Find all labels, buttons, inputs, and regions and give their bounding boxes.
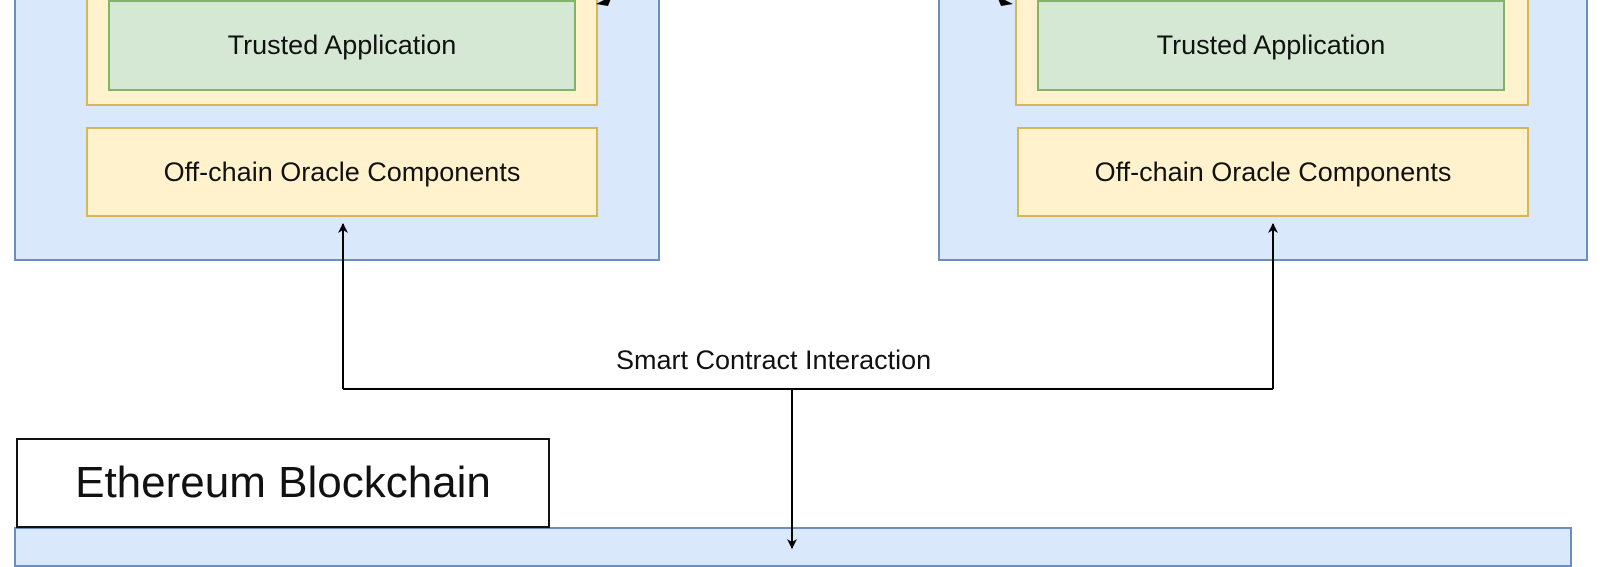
connector-lines	[338, 0, 1278, 549]
left-trusted-application-label: Trusted Application	[227, 30, 457, 60]
ethereum-blockchain-label-box: Ethereum Blockchain	[16, 438, 550, 528]
left-oracle-components-label: Off-chain Oracle Components	[163, 156, 521, 187]
smart-contract-interaction-label: Smart Contract Interaction	[616, 345, 932, 375]
left-top-arrowhead	[596, 0, 611, 6]
left-oracle-components: Off-chain Oracle Components	[86, 127, 598, 217]
right-trusted-application: Trusted Application	[1037, 0, 1505, 91]
right-oracle-components: Off-chain Oracle Components	[1017, 127, 1529, 217]
left-trusted-application: Trusted Application	[108, 0, 576, 91]
right-trusted-application-label: Trusted Application	[1156, 30, 1386, 60]
ethereum-blockchain-label: Ethereum Blockchain	[75, 458, 491, 507]
right-oracle-components-label: Off-chain Oracle Components	[1094, 156, 1452, 187]
right-top-arrowhead	[998, 0, 1013, 6]
